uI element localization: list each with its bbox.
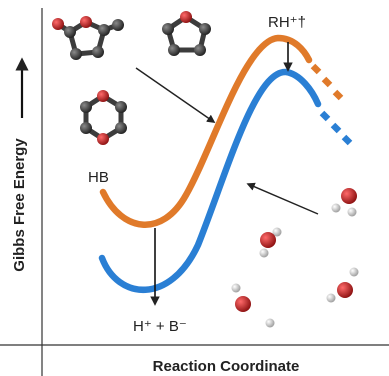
water-molecule-1 [331,188,357,217]
tetrahydrofuran-molecule [162,11,211,56]
orange-energy-curve [99,34,313,228]
y-axis-label: Gibbs Free Energy [11,138,28,272]
reactant-label: HB [88,169,109,186]
transition-state-label: RH⁺† [268,14,306,31]
dioxane-molecule [80,90,127,145]
product-label: H⁺ + B⁻ [133,318,187,335]
x-axis-label: Reaction Coordinate [153,358,300,375]
orange-curve-dashes [310,63,344,101]
water-solvent-arrow [246,182,319,215]
organic-solvent-arrow [135,67,216,123]
lactone-molecule [52,16,124,60]
water-molecule-4 [326,267,359,303]
blue-energy-curve [98,68,322,294]
water-molecule-3 [231,283,275,328]
blue-curve-dashes [319,110,353,146]
water-molecule-2 [259,227,282,258]
